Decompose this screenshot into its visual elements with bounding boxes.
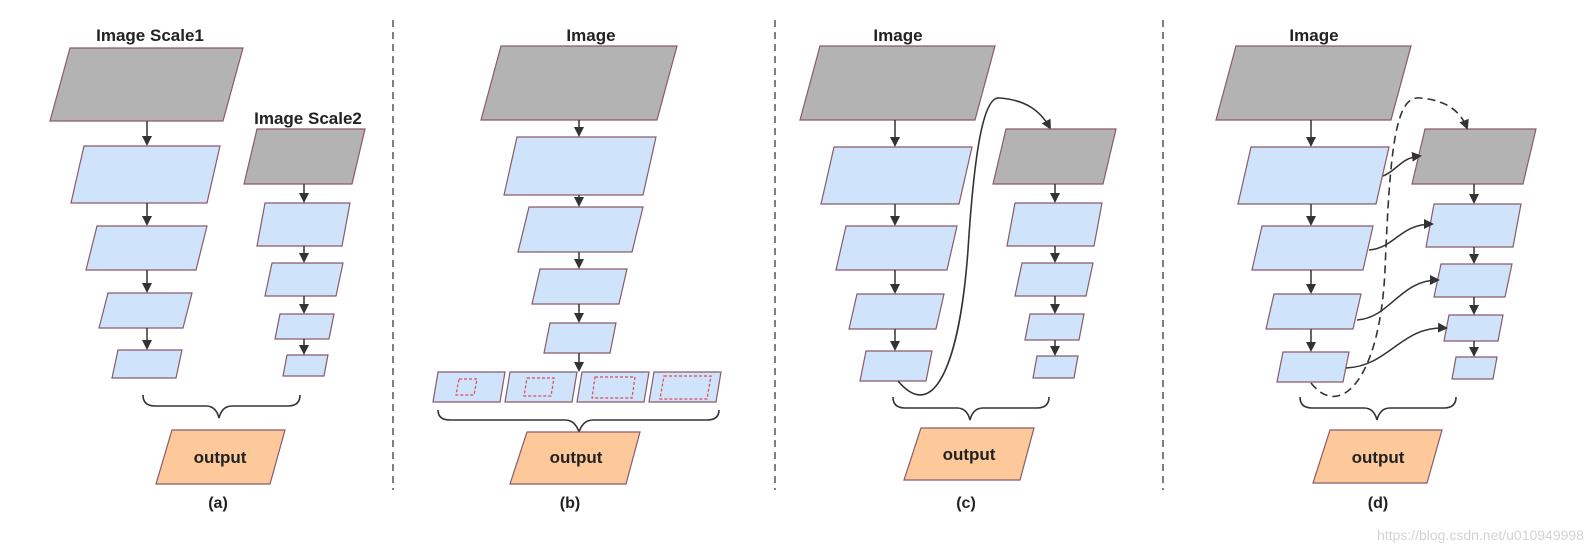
panel-c-feature-2: [835, 225, 958, 271]
panel-c-s-feature-3: [1024, 313, 1085, 341]
panel-b-anchor-3: [576, 371, 650, 403]
panel-b-brace: [437, 409, 720, 435]
panel-a-output: [155, 429, 286, 485]
panel-a-feature-1: [70, 145, 221, 204]
panel-d-feature-4: [1276, 351, 1350, 383]
panel-a-output-label: output: [194, 448, 247, 467]
panel-c-s-feature-1: [1006, 202, 1103, 247]
panel-d-lateral-4: [1345, 322, 1448, 369]
panel-b-image: [480, 45, 678, 121]
panel-a-title-scale2: Image Scale2: [254, 109, 362, 128]
panel-a-feature-4: [111, 349, 183, 379]
panel-a-feature-2: [85, 225, 208, 271]
panel-c-caption: (c): [956, 495, 976, 512]
panel-d-output: [1312, 429, 1443, 484]
panel-b-anchor-2: [504, 371, 578, 403]
panel-c-s-feature-2: [1014, 262, 1094, 297]
panel-b-title: Image: [566, 26, 615, 45]
panel-b-caption: (b): [560, 495, 580, 512]
panel-a-s2-feature-2: [264, 262, 344, 297]
panel-c-output: [903, 427, 1035, 481]
panel-a-title-scale1: Image Scale1: [96, 26, 204, 45]
panel-d-title: Image: [1289, 26, 1338, 45]
panel-d-feature-3: [1265, 293, 1362, 330]
panel-a-s2-feature-4: [282, 354, 329, 377]
panel-d: Image output (d): [1215, 26, 1537, 512]
panel-d-feature-1: [1237, 146, 1390, 205]
panel-d-s-feature-4: [1451, 356, 1498, 380]
panel-d-feature-2: [1251, 225, 1374, 271]
panel-d-s-feature-1: [1425, 203, 1522, 248]
panel-a-s2-feature-1: [256, 202, 351, 247]
panel-d-caption: (d): [1368, 495, 1388, 512]
panel-b-feature-1: [503, 136, 657, 196]
panel-c-feature-4: [859, 350, 933, 382]
panel-c-skip-connection: [897, 97, 1051, 396]
panel-d-s-feature-2: [1433, 263, 1513, 298]
panel-b-output: [509, 431, 641, 485]
panel-c-s-feature-4: [1032, 355, 1079, 379]
panel-b-anchor-4-box: [659, 375, 712, 400]
panel-b-anchor-1-box: [455, 378, 478, 396]
panel-b-anchor-4: [648, 371, 722, 403]
panel-b-anchor-3-box: [591, 376, 636, 399]
panel-b-anchor-1: [432, 371, 506, 403]
panel-c-brace: [892, 396, 1050, 421]
panel-d-image-small: [1411, 128, 1537, 185]
panel-a: Image Scale1 Image Scale2 output (a): [49, 26, 366, 512]
panel-b-feature-2: [517, 206, 644, 253]
panel-a-image-scale1: [49, 47, 244, 122]
panel-d-image: [1215, 45, 1412, 121]
panel-b: Image output (b): [432, 26, 722, 512]
panel-d-lateral-2: [1368, 219, 1434, 251]
watermark-text: https://blog.csdn.net/u010949998: [1377, 527, 1584, 543]
panel-d-skip-connection: [1310, 97, 1469, 398]
panel-c-title: Image: [873, 26, 922, 45]
panel-a-feature-3: [98, 292, 193, 329]
panel-a-s2-feature-3: [274, 313, 335, 340]
panel-d-output-label: output: [1352, 448, 1405, 467]
panel-d-lateral-1: [1382, 151, 1422, 177]
panel-a-image-scale2: [243, 128, 366, 185]
panel-a-brace: [142, 394, 301, 419]
panel-b-feature-3: [531, 268, 628, 305]
panel-b-feature-4: [543, 322, 617, 354]
panel-d-brace: [1299, 396, 1457, 421]
panel-c-feature-3: [848, 293, 945, 330]
panel-a-caption: (a): [208, 495, 228, 512]
panel-c-output-label: output: [943, 445, 996, 464]
panel-d-s-feature-3: [1443, 314, 1504, 342]
panel-b-anchor-2-box: [523, 377, 555, 397]
panel-d-lateral-3: [1356, 275, 1440, 321]
panel-c-image-small: [992, 128, 1117, 185]
panel-b-output-label: output: [550, 448, 603, 467]
panel-c-feature-1: [820, 146, 973, 205]
panel-c-image: [799, 45, 996, 121]
panel-c: Image output (c): [799, 26, 1117, 512]
